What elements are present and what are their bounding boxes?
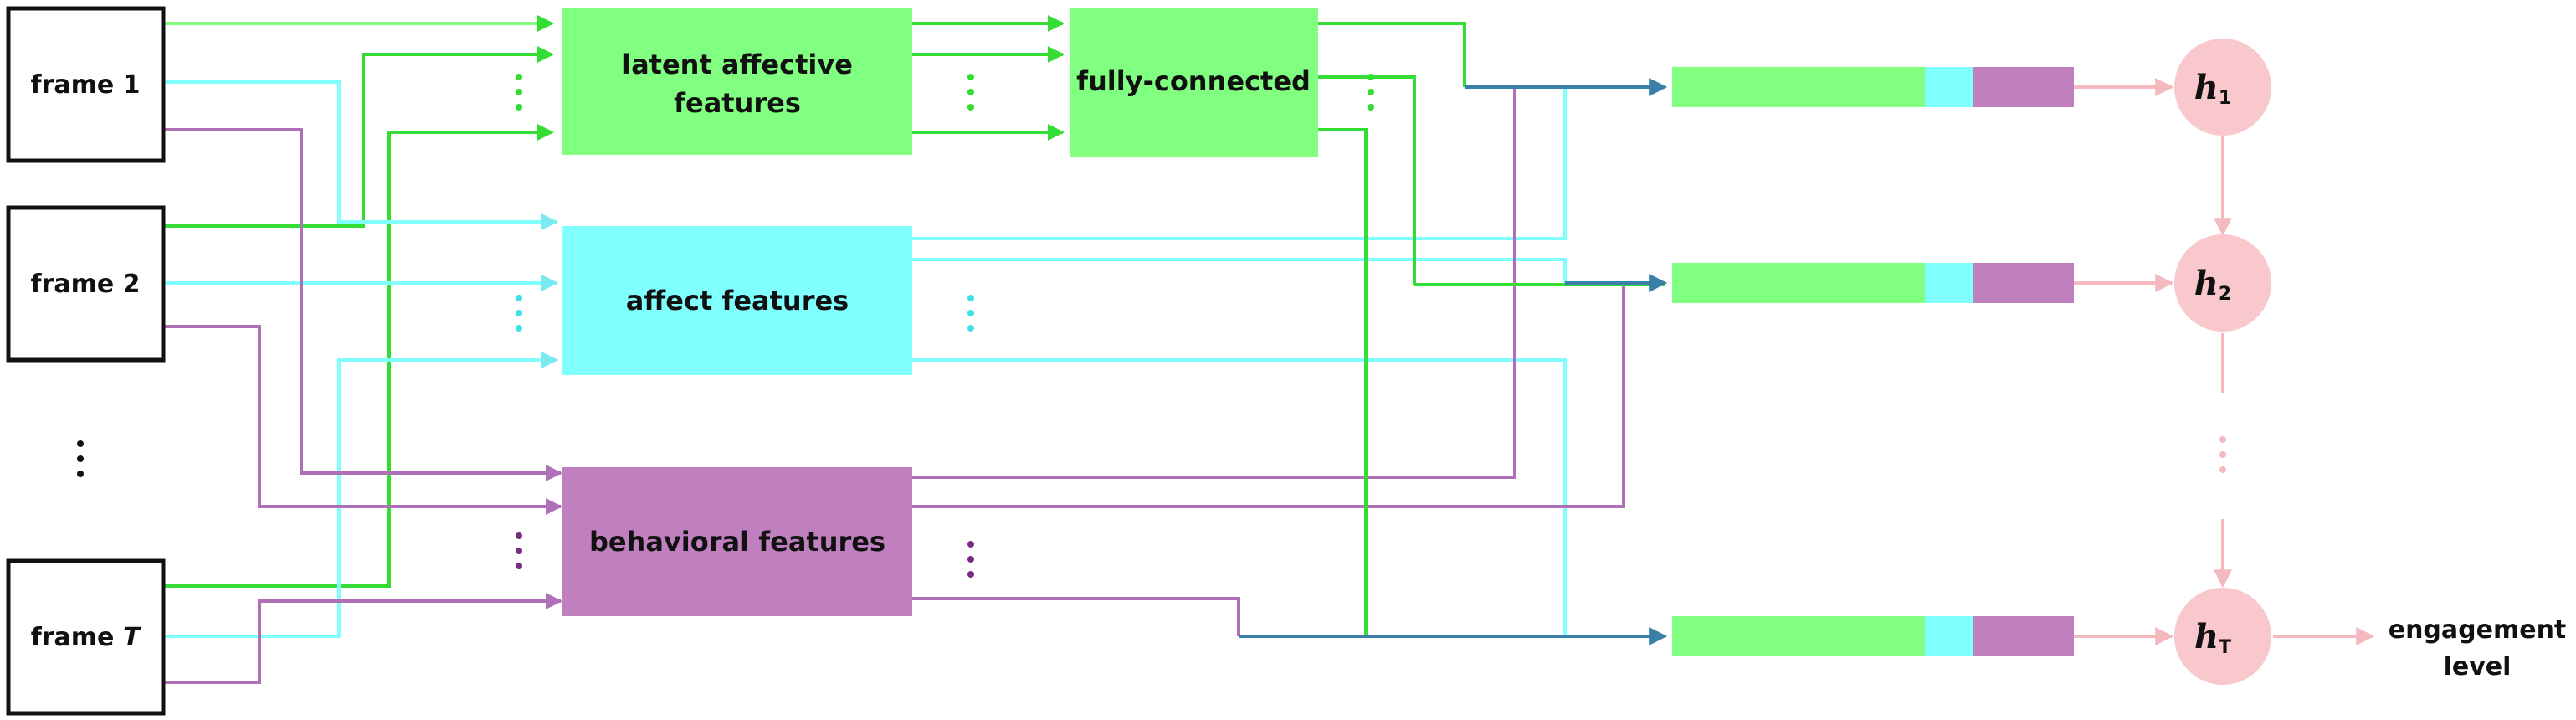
feature-vector-T [1672,616,2074,656]
latent-affective-features-label-1: latent affective [622,49,853,80]
feature-vectors [1672,67,2074,656]
fully-connected-label: fully-connected [1076,65,1311,97]
frame-label-1: frame 1 [30,70,140,100]
edge-behavioral-to-vecT [912,597,1240,636]
edge-affect-to-vec2 [912,258,1567,283]
ellipsis-affect-left [516,295,522,332]
hidden-state-h1-label: h1 [2194,68,2231,109]
edge-frame1-to-behavioral [163,128,562,481]
fully-connected-box [1070,8,1318,157]
edge-affect-to-vecT [912,358,1567,636]
latent-affective-features-box [562,8,912,155]
ellipsis-latent-left [516,74,522,111]
hidden-states: h1 h2 hT [2174,39,2271,685]
ellipsis-fc-right [1368,74,1374,111]
edge-behavioral-to-vec2 [912,283,1625,508]
output-label-2: level [2444,652,2512,681]
edge-behavioral-to-vec1 [912,87,1516,479]
hidden-state-h2-label: h2 [2194,264,2231,305]
frame-box-2 [6,205,166,363]
frame-box-1 [6,6,166,163]
ellipsis-latent-right [967,74,974,111]
affect-features-box [562,226,912,375]
output-label-1: engagement [2389,615,2567,645]
hidden-state-h2 [2174,234,2271,332]
latent-affective-features-label-2: features [674,87,801,119]
behavioral-features-box [562,467,912,616]
hidden-state-hT-label: hT [2194,617,2231,658]
hidden-state-hT [2174,588,2271,685]
ellipsis-dots [516,74,1374,578]
feature-vector-1 [1672,67,2074,107]
behavioral-features-label: behavioral features [589,526,885,558]
ellipsis-behavioral-left [516,532,522,569]
edge-fc-to-vec1 [1318,22,1466,87]
edge-frame1-to-affect [163,80,558,230]
feature-vector-2 [1672,263,2074,303]
frame-box-T [6,558,166,716]
ellipsis-behavioral-right [967,541,974,578]
edge-frame2-to-behavioral [163,325,562,515]
edge-frameT-to-behavioral [163,593,562,684]
frame-label-2: frame 2 [30,270,140,299]
affect-features-label: affect features [626,285,849,316]
feature-boxes: latent affective features fully-connecte… [562,8,1318,616]
edge-fc-to-vecT [1318,128,1368,636]
frame-ellipsis [77,440,84,477]
connectors [163,15,2375,684]
edge-fc-to-vec2 [1318,75,1416,285]
hidden-state-ellipsis [2219,436,2226,473]
ellipsis-affect-right [967,295,974,332]
frame-boxes: frame 1 frame 2 frame T [6,6,166,716]
frame-label-T: frame T [31,623,142,652]
hidden-state-h1 [2174,39,2271,136]
edge-affect-to-vec1 [912,87,1567,240]
edge-frameT-to-affect [163,352,558,638]
edge-frame2-to-latent [163,46,554,228]
